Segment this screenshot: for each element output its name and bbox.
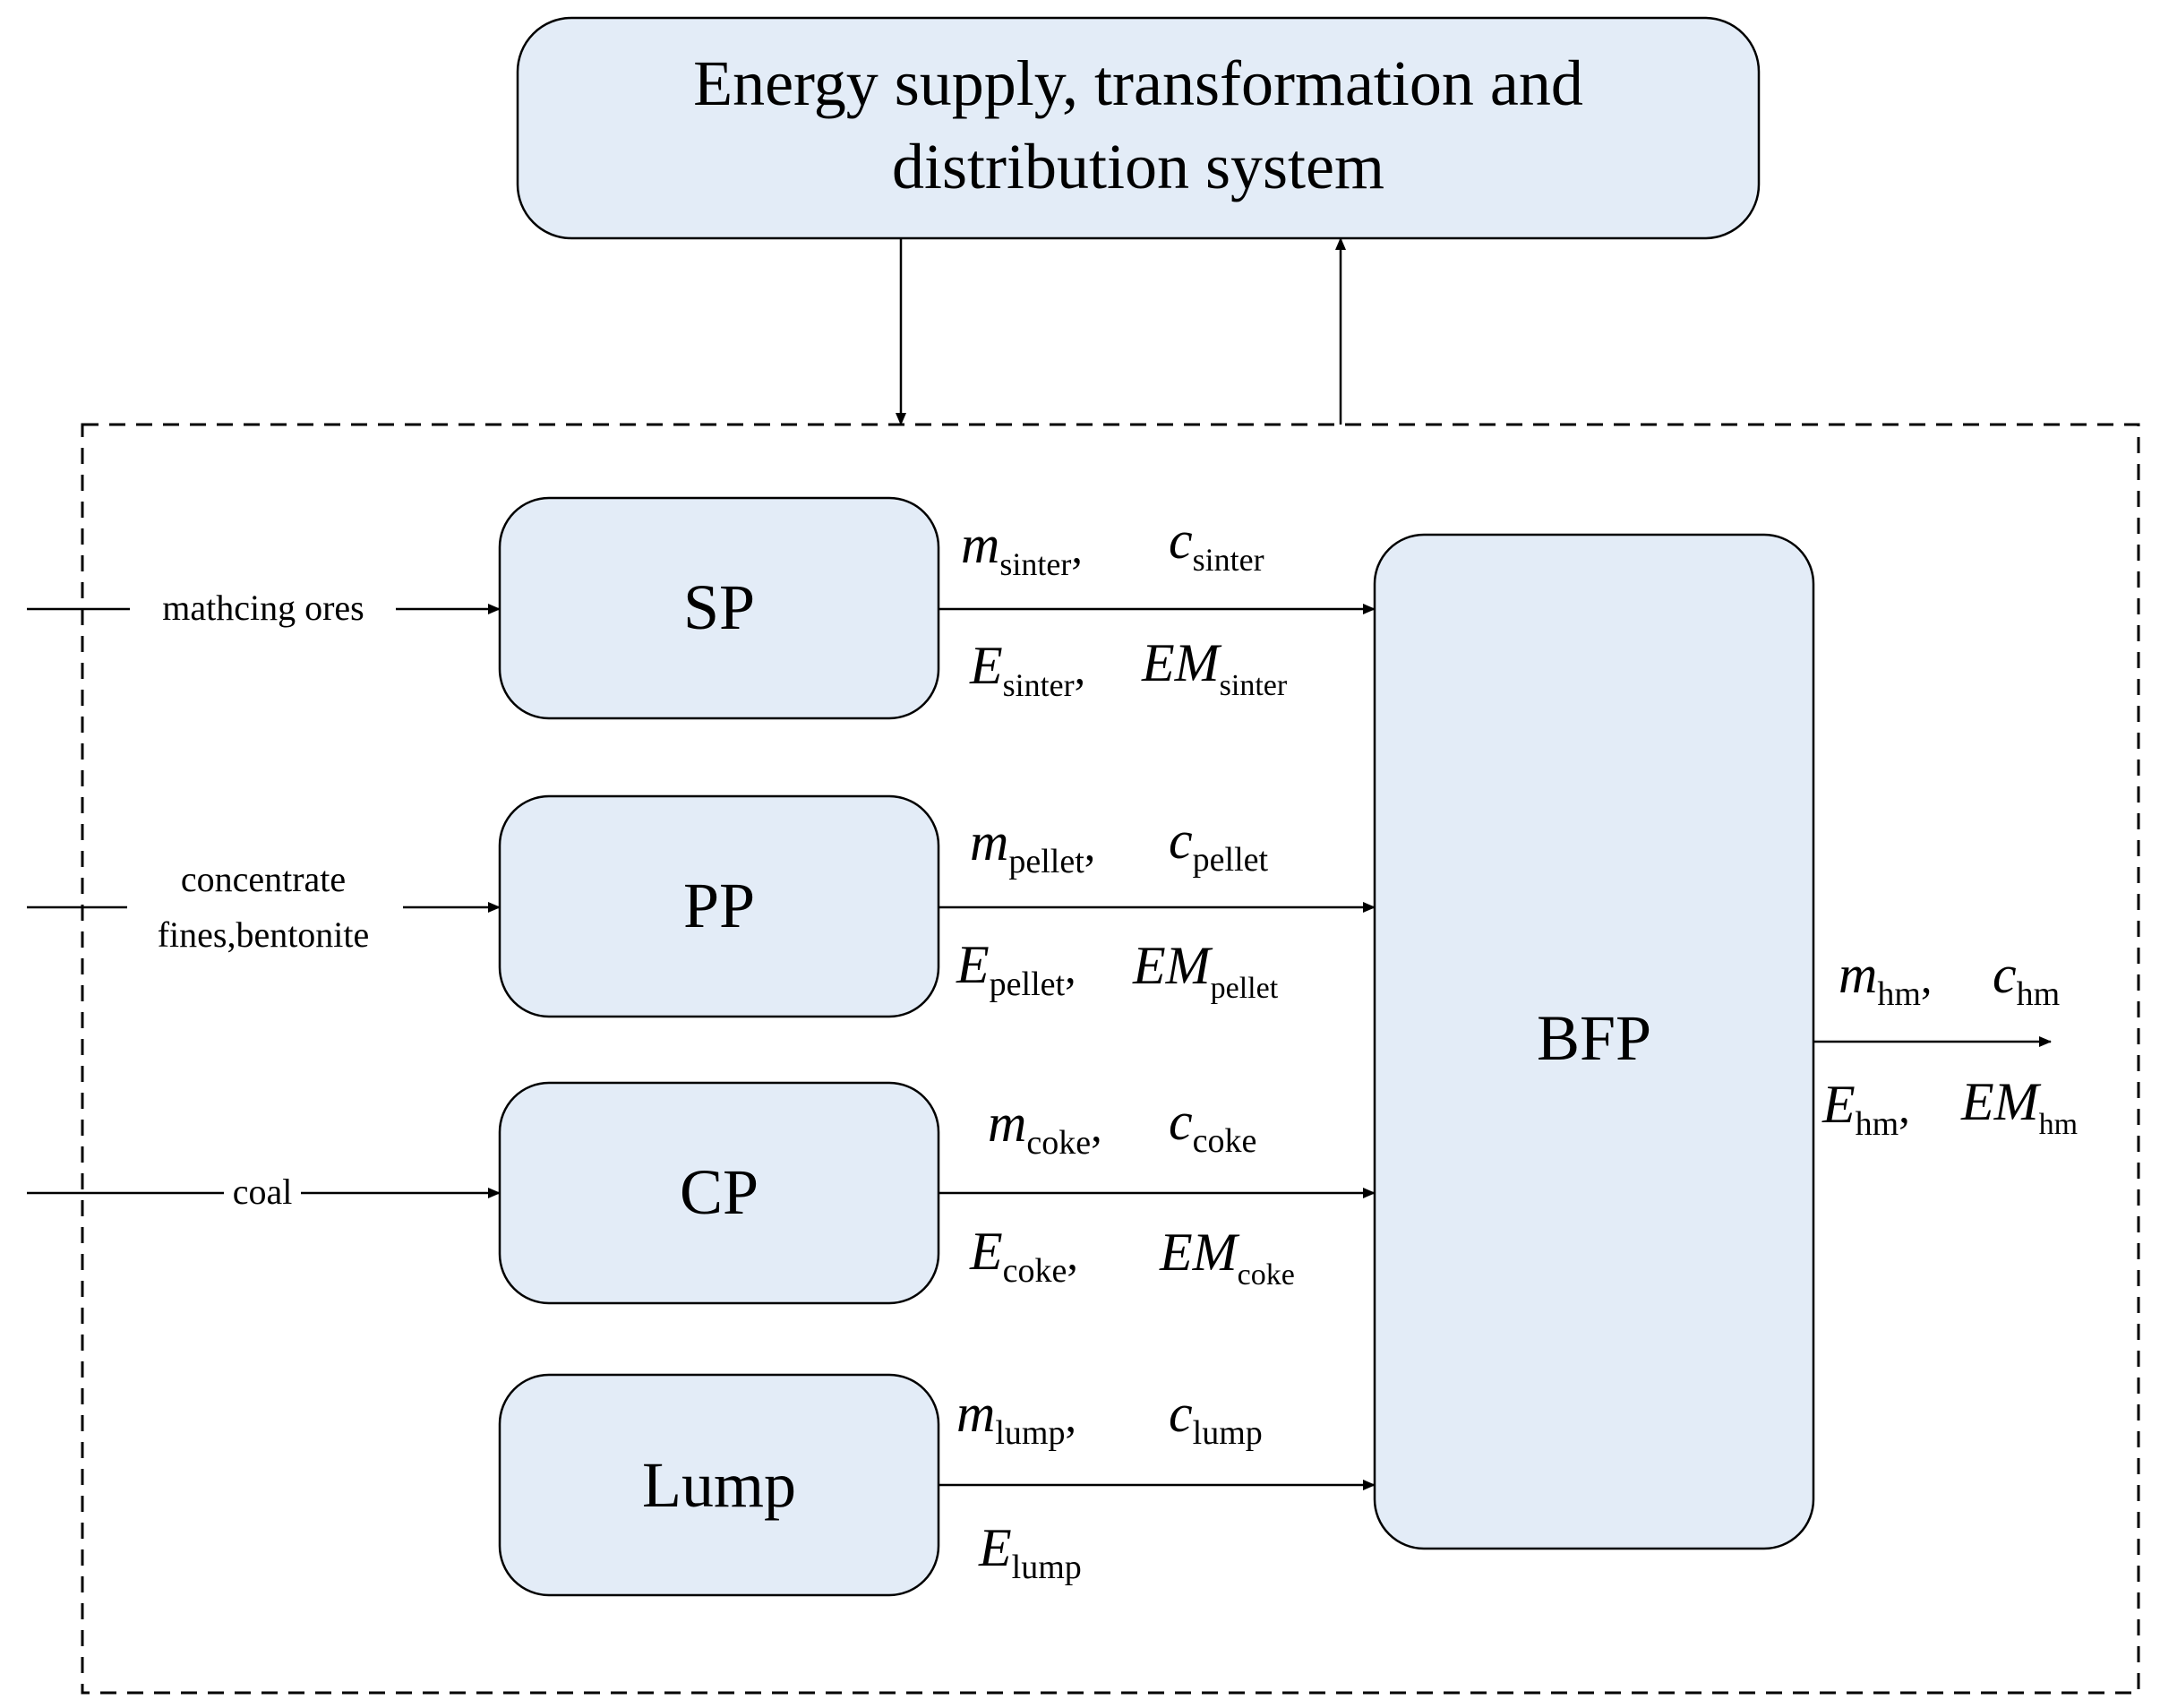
sinter-em-label: EMsinter: [1141, 633, 1288, 702]
pp-label: PP: [683, 870, 755, 941]
hm-e-label: Ehm,: [1821, 1075, 1910, 1143]
lump-c-label: clump: [1169, 1384, 1263, 1452]
pellet-m-label: mpellet,: [970, 812, 1095, 880]
hm-em-label: EMhm: [1960, 1072, 2078, 1141]
coke-m-label: mcoke,: [988, 1094, 1102, 1162]
energy-system-box: [516, 16, 1761, 240]
coke-e-label: Ecoke,: [969, 1222, 1078, 1290]
pellet-c-label: cpellet: [1169, 811, 1268, 879]
coke-em-label: EMcoke: [1159, 1223, 1295, 1292]
lump-label: Lump: [642, 1449, 796, 1521]
sinter-c-label: csinter: [1169, 511, 1264, 578]
energy-system-title-line1: Energy supply, transformation and: [693, 47, 1583, 119]
hm-m-label: mhm,: [1839, 945, 1932, 1013]
cp-label: CP: [680, 1156, 759, 1228]
bfp-label: BFP: [1537, 1002, 1651, 1074]
pellet-em-label: EMpellet: [1132, 936, 1279, 1005]
hm-c-label: chm: [1993, 945, 2060, 1013]
cp-input-label: coal: [233, 1172, 293, 1212]
pp-input-label-line2: fines,bentonite: [158, 914, 370, 955]
sinter-m-label: msinter,: [961, 515, 1083, 582]
pp-input-label-line1: concentrate: [181, 859, 346, 899]
coke-c-label: ccoke: [1169, 1092, 1256, 1160]
lump-e-label: Elump: [978, 1518, 1082, 1586]
lump-m-label: mlump,: [956, 1384, 1076, 1452]
sp-input-label: mathcing ores: [162, 588, 364, 628]
sp-label: SP: [683, 571, 755, 643]
sinter-e-label: Esinter,: [969, 636, 1085, 703]
pellet-e-label: Epellet,: [956, 935, 1076, 1003]
energy-system-title-line2: distribution system: [892, 131, 1384, 202]
system-boundary: [81, 423, 2140, 1695]
